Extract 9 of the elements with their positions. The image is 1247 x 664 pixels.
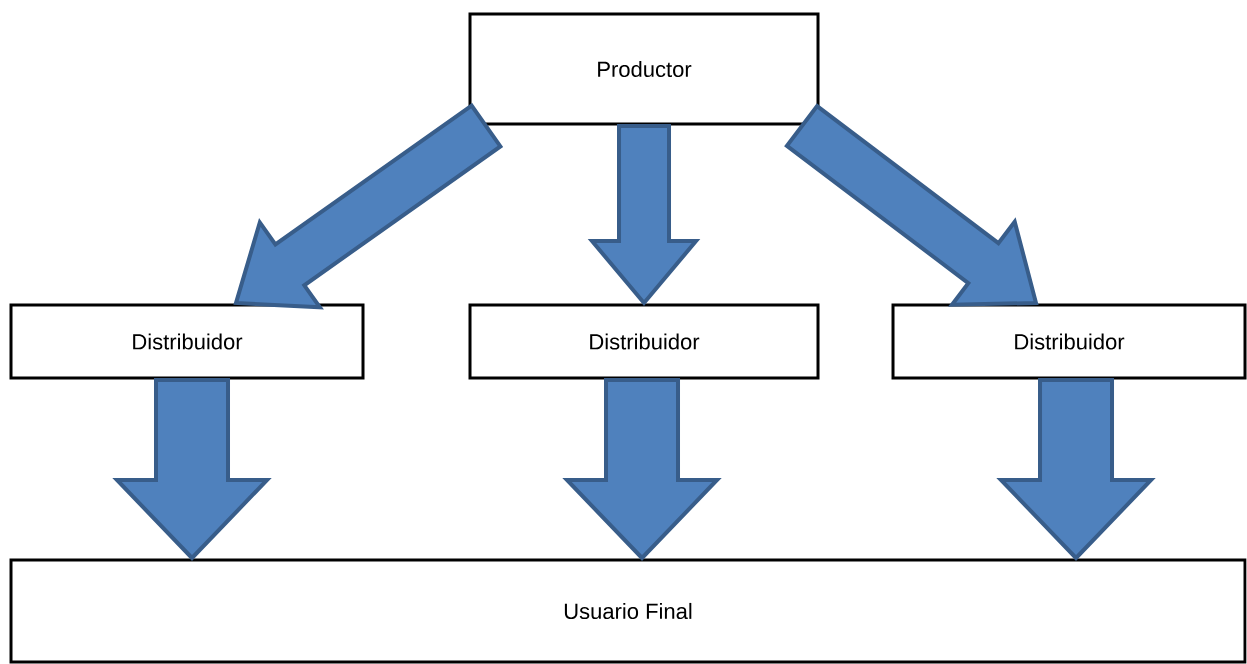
process-box: Productor (468, 12, 820, 126)
process-box: Usuario Final (9, 558, 1247, 664)
process-box: Distribuidor (9, 303, 365, 380)
block-arrow (562, 378, 722, 561)
block-arrow (587, 124, 701, 307)
process-box: Distribuidor (468, 303, 820, 380)
process-box: Distribuidor (891, 303, 1247, 380)
block-arrow (112, 378, 272, 561)
block-arrow (996, 378, 1156, 561)
